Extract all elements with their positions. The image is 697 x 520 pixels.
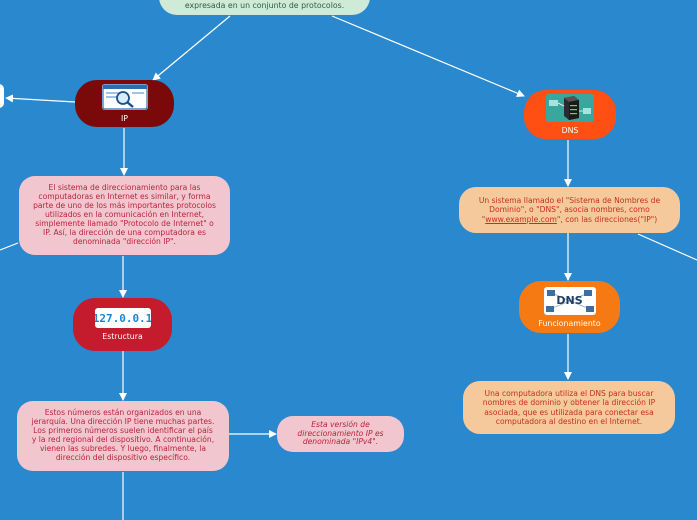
funcionamiento-topic-node[interactable]: DNS Funcionamiento [519, 281, 620, 333]
funcionamiento-topic-label: Funcionamiento [538, 318, 601, 328]
edge-root-ip [152, 15, 231, 81]
estructura-description-text: Estos números están organizados en una j… [31, 408, 215, 462]
funcionamiento-description-text: Una computadora utiliza el DNS para busc… [482, 389, 656, 426]
ip-topic-node[interactable]: IP [75, 80, 174, 127]
dns-description-before: Un sistema llamado el "Sistema de Nombre… [478, 196, 661, 224]
server-icon [546, 94, 594, 122]
edge-dns-right [637, 233, 697, 261]
ip-description-node[interactable]: El sistema de direccionamiento para las … [19, 176, 230, 255]
dns-topic-node[interactable]: DNS [524, 90, 616, 139]
estructura-description-node[interactable]: Estos números están organizados en una j… [17, 401, 229, 471]
ip-address-image: 127.0.0.1 [94, 308, 151, 328]
ip-topic-label: IP [120, 114, 128, 123]
example-link[interactable]: www.example.com [485, 214, 557, 224]
dns-description-text: Un sistema llamado el "Sistema de Nombre… [475, 196, 664, 223]
edge-description-left [0, 242, 19, 251]
ipv4-note-text: Esta versión de direccionamiento IP es d… [297, 419, 384, 447]
dns-topic-label: DNS [561, 126, 579, 135]
funcionamiento-description-node[interactable]: Una computadora utiliza el DNS para busc… [463, 381, 675, 434]
dns-description-node[interactable]: Un sistema llamado el "Sistema de Nombre… [459, 187, 680, 233]
ipv4-note-node[interactable]: Esta versión de direccionamiento IP es d… [277, 416, 404, 452]
offscreen-left-node[interactable] [0, 84, 4, 108]
dns-description-after: ", con las direcciones("IP") [556, 214, 658, 224]
dns-network-image-text: DNS [556, 294, 583, 307]
root-node-text: expresada en un conjunto de protocolos. [184, 0, 345, 10]
estructura-topic-label: Estructura [102, 332, 143, 341]
dns-network-icon: DNS [543, 286, 596, 315]
ip-description-text: El sistema de direccionamiento para las … [33, 183, 216, 246]
edge-ip-left [5, 94, 76, 103]
estructura-topic-node[interactable]: 127.0.0.1 Estructura [73, 298, 172, 351]
magnifier-browser-icon [101, 84, 148, 110]
root-node[interactable]: expresada en un conjunto de protocolos. [159, 0, 370, 15]
edge-root-dns [331, 15, 525, 97]
ip-address-image-text: 127.0.0.1 [94, 311, 151, 325]
